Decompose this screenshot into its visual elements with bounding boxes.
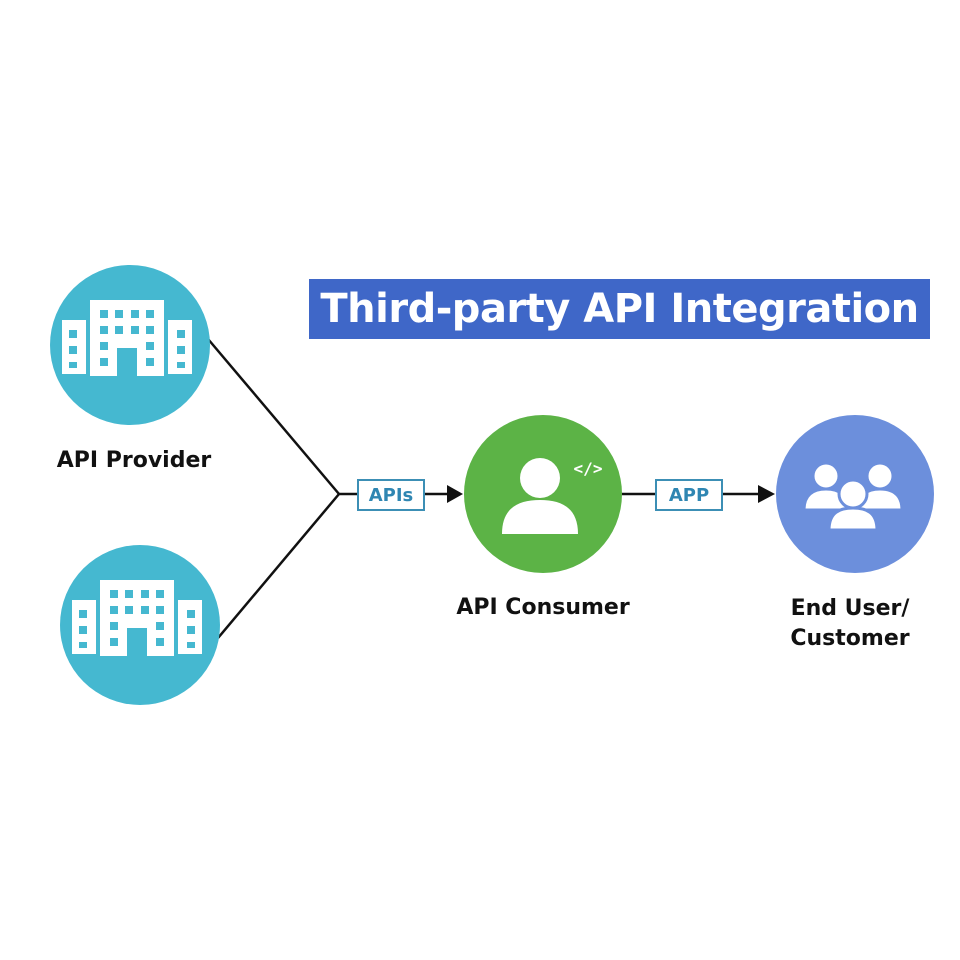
- app-tag-label: APP: [668, 484, 710, 506]
- provider-bottom-line: [217, 493, 340, 639]
- apis-arrowhead: [447, 485, 463, 503]
- apis-tag: APIs: [357, 479, 425, 511]
- api-provider-node-top: [50, 265, 210, 425]
- end-user-label-line1: End User/: [790, 596, 910, 621]
- provider-top-line: [207, 338, 340, 495]
- users-group-icon: [802, 461, 904, 532]
- app-arrowhead: [758, 485, 775, 503]
- code-icon: </>: [574, 459, 603, 478]
- apis-tag-label: APIs: [368, 484, 414, 506]
- app-tag: APP: [655, 479, 723, 511]
- end-user-node: [776, 415, 934, 573]
- end-user-label-line2: Customer: [790, 626, 910, 651]
- diagram-title: Third-party API Integration: [320, 286, 919, 332]
- api-consumer-label: API Consumer: [456, 595, 630, 620]
- api-consumer-node: </>: [464, 415, 622, 573]
- api-provider-label: API Provider: [56, 448, 212, 473]
- end-user-label: End User/ Customer: [760, 594, 940, 654]
- title-banner: Third-party API Integration: [309, 279, 930, 339]
- api-provider-node-bottom: [60, 545, 220, 705]
- connector-lines: [207, 338, 775, 639]
- developer-user-icon: </>: [502, 458, 602, 534]
